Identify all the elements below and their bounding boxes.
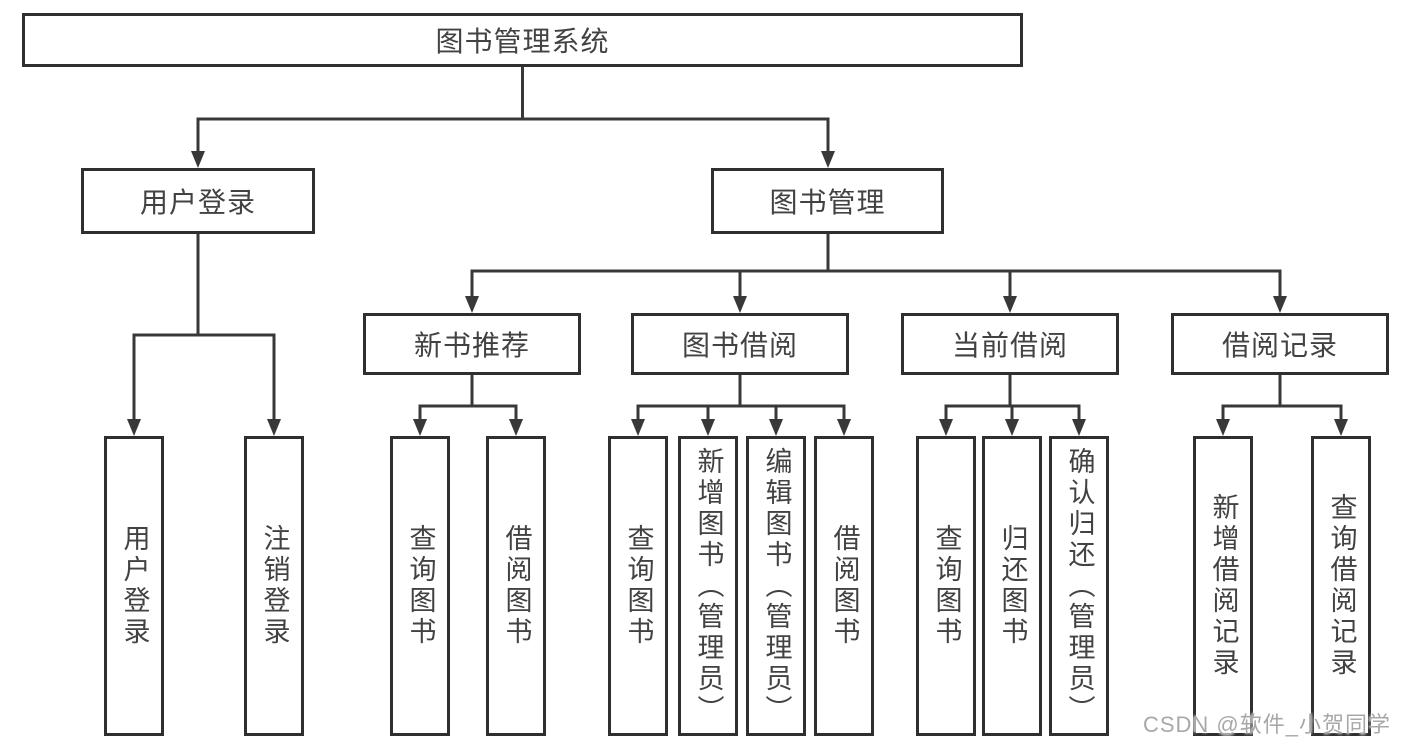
- csdn-watermark: CSDN @软件_小贺同学: [1142, 712, 1391, 737]
- node-label: 图书管理系统: [435, 26, 610, 57]
- leaf-label: 新增图书（管理员）: [693, 446, 724, 726]
- leaf-label: 查询图书: [623, 524, 654, 648]
- node-label: 图书借阅: [681, 330, 798, 361]
- node-label: 图书管理: [769, 187, 886, 218]
- node-user-login-branch: 用户登录: [81, 168, 315, 234]
- leaf-user-login: 用户登录: [104, 436, 164, 736]
- leaf-label: 用户登录: [119, 524, 150, 648]
- node-book-borrowing: 图书借阅: [631, 313, 849, 375]
- leaf-label: 归还图书: [997, 524, 1028, 648]
- leaf-recommend-query-books: 查询图书: [390, 436, 450, 736]
- leaf-borrow-query-books: 查询图书: [608, 436, 668, 736]
- leaf-logout: 注销登录: [244, 436, 304, 736]
- leaf-borrow-borrow-books: 借阅图书: [814, 436, 874, 736]
- node-library-management-system: 图书管理系统: [22, 13, 1023, 67]
- leaf-borrow-edit-books-admin: 编辑图书（管理员）: [746, 436, 806, 736]
- node-label: 新书推荐: [413, 330, 530, 361]
- node-label: 借阅记录: [1221, 330, 1338, 361]
- node-label: 当前借阅: [951, 330, 1068, 361]
- leaf-label: 新增借阅记录: [1208, 493, 1239, 679]
- node-book-management-branch: 图书管理: [711, 168, 944, 234]
- leaf-records-add-borrow-record: 新增借阅记录: [1193, 436, 1253, 736]
- node-current-borrowing: 当前借阅: [901, 313, 1119, 375]
- leaf-label: 查询图书: [405, 524, 436, 648]
- node-new-book-recommend: 新书推荐: [363, 313, 581, 375]
- node-borrow-records: 借阅记录: [1171, 313, 1389, 375]
- leaf-current-confirm-return-admin: 确认归还（管理员）: [1049, 436, 1109, 736]
- leaf-current-return-books: 归还图书: [982, 436, 1042, 736]
- leaf-records-query-borrow-record: 查询借阅记录: [1311, 436, 1371, 736]
- node-label: 用户登录: [139, 187, 256, 218]
- leaf-label: 借阅图书: [829, 524, 860, 648]
- leaf-current-query-books: 查询图书: [916, 436, 976, 736]
- leaf-label: 注销登录: [259, 524, 290, 648]
- leaf-label: 确认归还（管理员）: [1064, 446, 1095, 726]
- leaf-borrow-add-books-admin: 新增图书（管理员）: [678, 436, 738, 736]
- leaf-label: 查询图书: [931, 524, 962, 648]
- leaf-label: 借阅图书: [501, 524, 532, 648]
- leaf-recommend-borrow-books: 借阅图书: [486, 436, 546, 736]
- leaf-label: 编辑图书（管理员）: [761, 446, 792, 726]
- leaf-label: 查询借阅记录: [1326, 493, 1357, 679]
